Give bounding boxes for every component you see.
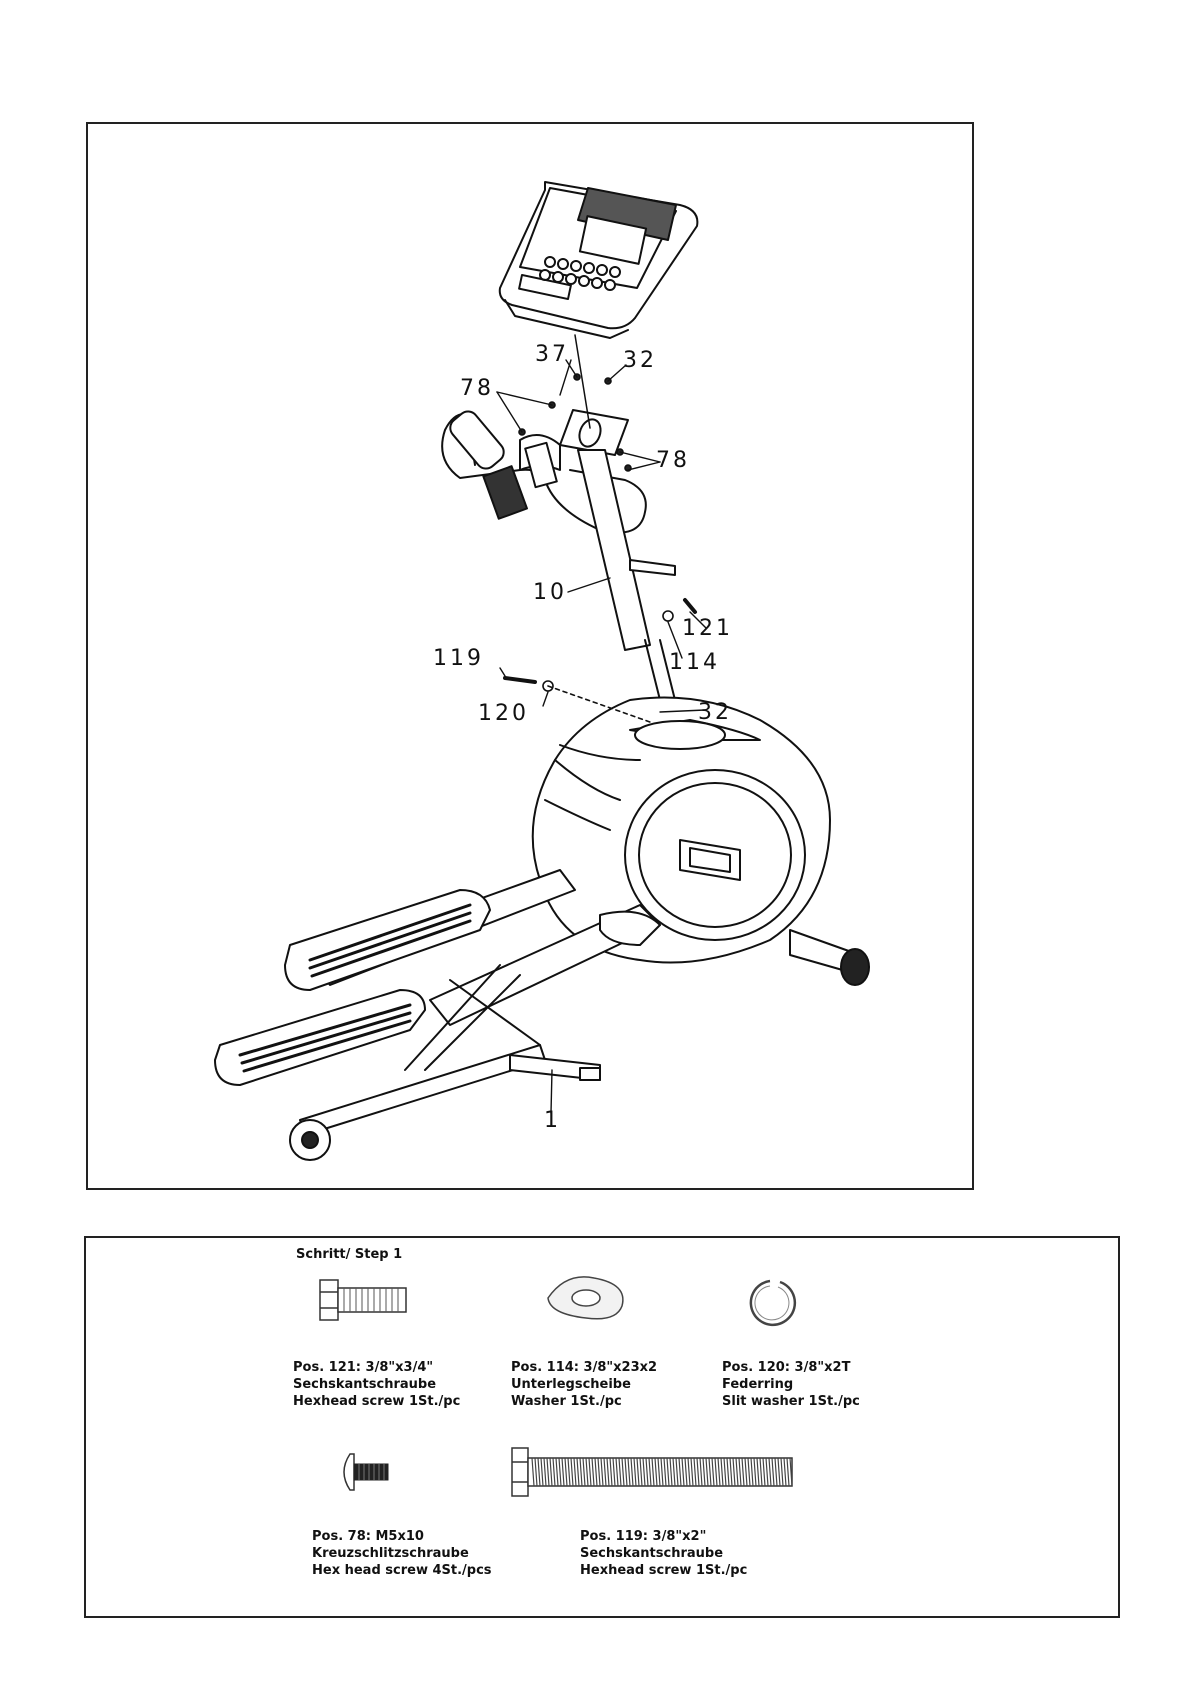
callout-78-right: 78 [656, 448, 690, 473]
button-head-screw-icon [343, 1453, 389, 1491]
console-unit [498, 181, 699, 339]
bolt-thread-lines [531, 1457, 793, 1487]
callout-10: 10 [533, 580, 567, 605]
part-114-name-de: Unterlegscheibe [511, 1377, 631, 1392]
part-121-position: Pos. 121: 3/8"x3/4" [293, 1360, 434, 1375]
part-119-name-en: Hexhead screw 1St./pc [580, 1563, 748, 1578]
part-114-label: Pos. 114: 3/8"x23x2 Unterlegscheibe Wash… [511, 1359, 657, 1410]
console-mount-bracket [559, 334, 629, 456]
curved-washer-icon [547, 1276, 624, 1320]
callout-120: 120 [478, 701, 529, 726]
left-pedal [284, 889, 491, 991]
assembly-diagram-frame [86, 122, 974, 1190]
callout-114: 114 [669, 650, 720, 675]
callout-32-top: 32 [623, 348, 657, 373]
part-121-name-en: Hexhead screw 1St./pc [293, 1394, 461, 1409]
callout-119: 119 [433, 646, 484, 671]
base-frame [289, 979, 601, 1161]
part-78-label: Pos. 78: M5x10 Kreuzschlitzschraube Hex … [312, 1528, 492, 1579]
exploded-fasteners [503, 373, 697, 723]
part-120-name-de: Federring [722, 1377, 794, 1392]
callout-121: 121 [682, 616, 733, 641]
callout-1: 1 [544, 1108, 561, 1133]
elliptical-trainer-drawing [214, 181, 870, 1161]
part-121-name-de: Sechskantschraube [293, 1377, 437, 1392]
part-120-name-en: Slit washer 1St./pc [722, 1394, 860, 1409]
part-119-position: Pos. 119: 3/8"x2" [580, 1529, 707, 1544]
flywheel-housing [531, 696, 831, 964]
part-120-label: Pos. 120: 3/8"x2T Federring Slit washer … [722, 1359, 860, 1410]
part-78-name-de: Kreuzschlitzschraube [312, 1546, 469, 1561]
part-114-name-en: Washer 1St./pc [511, 1394, 622, 1409]
part-119-label: Pos. 119: 3/8"x2" Sechskantschraube Hexh… [580, 1528, 747, 1579]
part-121-label: Pos. 121: 3/8"x3/4" Sechskantschraube He… [293, 1359, 460, 1410]
parts-list-frame [84, 1236, 1120, 1618]
upright-mast [577, 449, 676, 701]
callout-leaders [496, 359, 707, 1114]
right-pedal [214, 989, 426, 1086]
part-78-position: Pos. 78: M5x10 [312, 1529, 424, 1544]
step-title: Schritt/ Step 1 [296, 1247, 403, 1262]
part-119-name-de: Sechskantschraube [580, 1546, 724, 1561]
part-120-position: Pos. 120: 3/8"x2T [722, 1360, 851, 1375]
rear-stabilizer [789, 929, 870, 986]
part-114-position: Pos. 114: 3/8"x23x2 [511, 1360, 658, 1375]
split-ring-washer-icon [749, 1279, 797, 1327]
callout-37: 37 [535, 342, 569, 367]
callout-78-left: 78 [460, 376, 494, 401]
part-78-name-en: Hex head screw 4St./pcs [312, 1563, 492, 1578]
hex-bolt-icon [319, 1279, 407, 1321]
long-hex-bolt-icon [511, 1447, 793, 1497]
callout-32-base: 32 [698, 700, 732, 725]
